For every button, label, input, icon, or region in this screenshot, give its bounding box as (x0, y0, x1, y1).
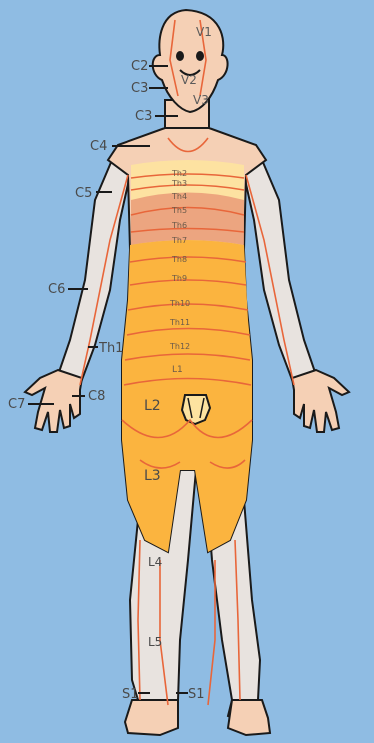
label-V1: V1 (196, 25, 212, 39)
label-C5: C5 (75, 186, 92, 201)
label-Th7: Th7 (171, 236, 187, 245)
label-L3: L3 (144, 468, 161, 484)
label-C3b: C3 (135, 109, 152, 124)
label-C6: C6 (48, 282, 65, 297)
label-C7: C7 (8, 397, 25, 412)
label-Th9: Th9 (171, 274, 187, 283)
label-L4: L4 (148, 555, 162, 569)
label-S1-right: S1 (188, 687, 205, 702)
label-C8: C8 (88, 389, 105, 404)
label-S1-left: S1 (122, 687, 139, 702)
label-Th2: Th2 (171, 169, 187, 178)
label-Th6: Th6 (171, 221, 187, 230)
label-V3: V3 (193, 93, 209, 107)
label-Th11: Th11 (169, 318, 190, 327)
label-Th5: Th5 (171, 206, 187, 215)
label-Th4: Th4 (171, 192, 187, 201)
label-C4: C4 (90, 139, 107, 154)
label-Th3: Th3 (171, 179, 187, 188)
label-L1: L1 (172, 365, 183, 375)
label-L5: L5 (148, 635, 162, 649)
label-Th12: Th12 (169, 342, 190, 351)
label-L2: L2 (144, 398, 161, 414)
label-Th1: Th1 (98, 341, 123, 356)
label-C2: C2 (131, 59, 148, 74)
label-C3: C3 (131, 81, 148, 96)
label-Th8: Th8 (171, 255, 187, 264)
label-Th10: Th10 (169, 299, 190, 308)
label-V2: V2 (181, 73, 197, 87)
